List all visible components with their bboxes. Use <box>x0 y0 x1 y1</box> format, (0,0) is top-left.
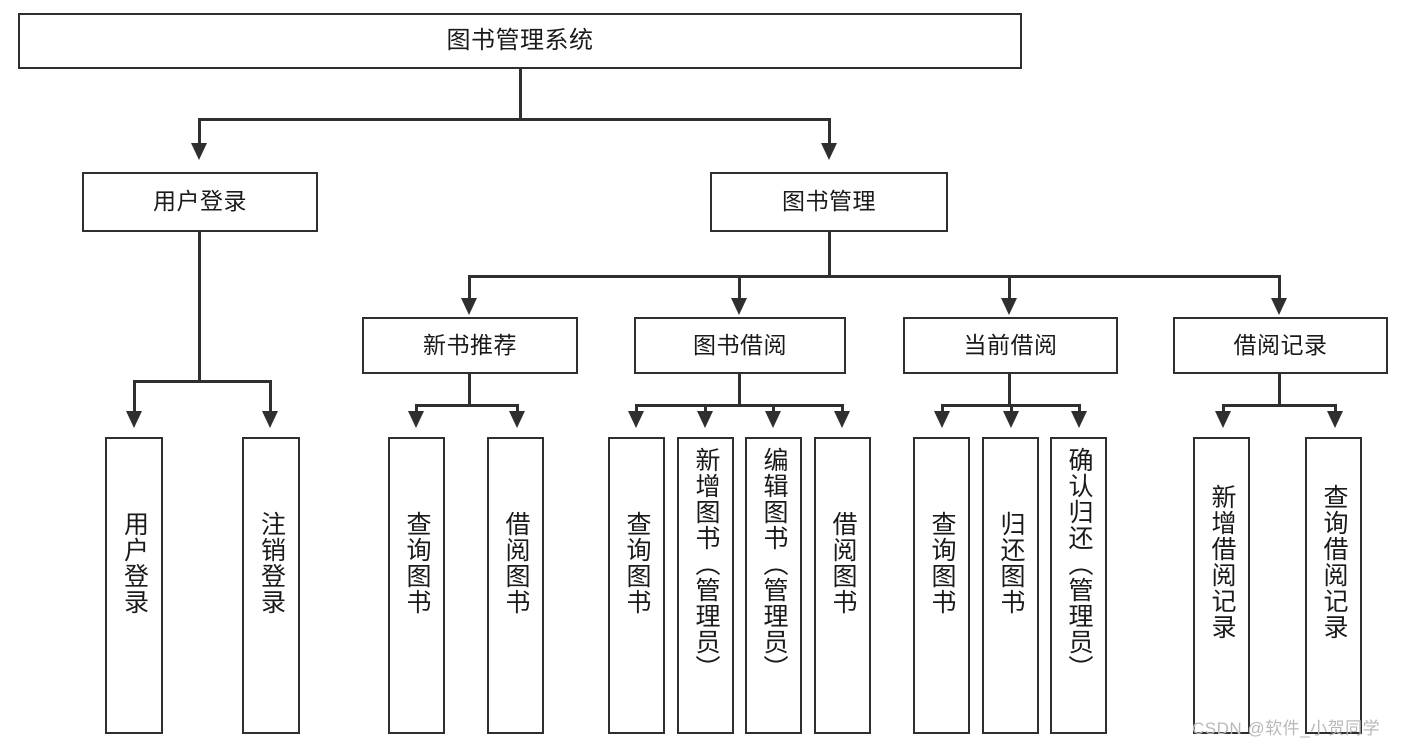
connector-nb-branch-1 <box>415 404 418 413</box>
arrow-root-to-user-login <box>191 143 207 160</box>
connector-user-login-split <box>133 380 271 383</box>
arrow-user-login-leaf-2 <box>262 411 278 428</box>
connector-cb-branch-3 <box>1078 404 1081 413</box>
leaf-return-book[interactable]: 归还图书 <box>982 437 1039 734</box>
node-label: 当前借阅 <box>963 331 1058 358</box>
node-book-management[interactable]: 图书管理 <box>710 172 948 232</box>
connector-user-login-branch-2 <box>269 380 272 412</box>
connector-book-management-split <box>468 275 1278 278</box>
arrow-cb-leaf-2 <box>1003 411 1019 428</box>
arrow-br-leaf-1 <box>1215 411 1231 428</box>
arrow-cb-leaf-1 <box>934 411 950 428</box>
connector-book-borrow-split <box>635 404 843 407</box>
leaf-add-borrow-record[interactable]: 新增借阅记录 <box>1193 437 1250 734</box>
connector-bm-branch-4 <box>1278 275 1281 299</box>
arrow-bb-leaf-1 <box>628 411 644 428</box>
node-label: 查询图书 <box>403 511 431 615</box>
connector-nb-branch-2 <box>516 404 519 413</box>
node-label: 图书管理系统 <box>446 26 594 54</box>
node-label: 图书管理 <box>782 188 876 215</box>
connector-book-borrow-stem <box>738 374 741 406</box>
node-label: 编辑图书（管理员） <box>760 447 788 681</box>
connector-bb-branch-1 <box>635 404 638 413</box>
leaf-query-book-borrow[interactable]: 查询图书 <box>608 437 665 734</box>
leaf-edit-book-admin[interactable]: 编辑图书（管理员） <box>745 437 802 734</box>
arrow-bb-leaf-3 <box>765 411 781 428</box>
connector-root-to-book-management <box>828 118 831 144</box>
connector-current-borrow-stem <box>1008 374 1011 406</box>
node-label: 借阅记录 <box>1233 331 1328 358</box>
node-label: 用户登录 <box>120 511 149 615</box>
node-borrow-record[interactable]: 借阅记录 <box>1173 317 1388 374</box>
connector-user-login-branch-1 <box>133 380 136 412</box>
leaf-borrow-book[interactable]: 借阅图书 <box>814 437 871 734</box>
leaf-add-book-admin[interactable]: 新增图书（管理员） <box>677 437 734 734</box>
arrow-bm-to-current-borrow <box>1001 298 1017 315</box>
leaf-logout[interactable]: 注销登录 <box>242 437 300 734</box>
connector-bm-branch-3 <box>1008 275 1011 299</box>
connector-new-book-split <box>415 404 519 407</box>
arrow-bm-to-book-borrow <box>731 298 747 315</box>
arrow-br-leaf-2 <box>1327 411 1343 428</box>
connector-bb-branch-4 <box>841 404 844 413</box>
connector-user-login-stem <box>198 232 201 382</box>
connector-root-split <box>198 118 830 121</box>
connector-bb-branch-2 <box>704 404 707 413</box>
node-label: 新增图书（管理员） <box>692 447 720 681</box>
arrow-nb-leaf-2 <box>509 411 525 428</box>
node-label: 图书借阅 <box>693 331 787 358</box>
leaf-confirm-return-admin[interactable]: 确认归还（管理员） <box>1050 437 1107 734</box>
leaf-query-borrow-record[interactable]: 查询借阅记录 <box>1305 437 1362 734</box>
connector-book-management-stem <box>828 232 831 277</box>
connector-new-book-stem <box>468 374 471 406</box>
node-label: 借阅图书 <box>829 511 857 615</box>
node-label: 注销登录 <box>257 511 286 615</box>
connector-root-stem <box>519 69 522 119</box>
node-label: 用户登录 <box>153 188 247 215</box>
node-current-borrow[interactable]: 当前借阅 <box>903 317 1118 374</box>
node-label: 新增借阅记录 <box>1208 484 1236 640</box>
arrow-cb-leaf-3 <box>1071 411 1087 428</box>
connector-borrow-record-stem <box>1278 374 1281 406</box>
node-new-book-recommend[interactable]: 新书推荐 <box>362 317 578 374</box>
connector-root-to-user-login <box>198 118 201 144</box>
arrow-bb-leaf-2 <box>697 411 713 428</box>
node-label: 确认归还（管理员） <box>1065 447 1093 681</box>
node-user-login[interactable]: 用户登录 <box>82 172 318 232</box>
leaf-user-login[interactable]: 用户登录 <box>105 437 163 734</box>
connector-bb-branch-3 <box>772 404 775 413</box>
arrow-root-to-book-management <box>821 143 837 160</box>
leaf-query-book-recommend[interactable]: 查询图书 <box>388 437 445 734</box>
node-label: 查询图书 <box>623 511 651 615</box>
node-label: 归还图书 <box>997 511 1025 615</box>
connector-cb-branch-1 <box>941 404 944 413</box>
node-label: 查询图书 <box>928 511 956 615</box>
arrow-bb-leaf-4 <box>834 411 850 428</box>
connector-br-branch-1 <box>1222 404 1225 413</box>
connector-bm-branch-2 <box>738 275 741 299</box>
connector-br-branch-2 <box>1334 404 1337 413</box>
arrow-bm-to-borrow-record <box>1271 298 1287 315</box>
connector-bm-branch-1 <box>468 275 471 299</box>
leaf-borrow-book-recommend[interactable]: 借阅图书 <box>487 437 544 734</box>
node-root-book-management-system[interactable]: 图书管理系统 <box>18 13 1022 69</box>
node-label: 新书推荐 <box>423 331 517 358</box>
leaf-query-book-current[interactable]: 查询图书 <box>913 437 970 734</box>
node-book-borrow[interactable]: 图书借阅 <box>634 317 846 374</box>
arrow-nb-leaf-1 <box>408 411 424 428</box>
connector-borrow-record-split <box>1222 404 1336 407</box>
node-label: 查询借阅记录 <box>1320 484 1348 640</box>
arrow-user-login-leaf-1 <box>126 411 142 428</box>
node-label: 借阅图书 <box>502 511 530 615</box>
connector-cb-branch-2 <box>1010 404 1013 413</box>
arrow-bm-to-new-book <box>461 298 477 315</box>
